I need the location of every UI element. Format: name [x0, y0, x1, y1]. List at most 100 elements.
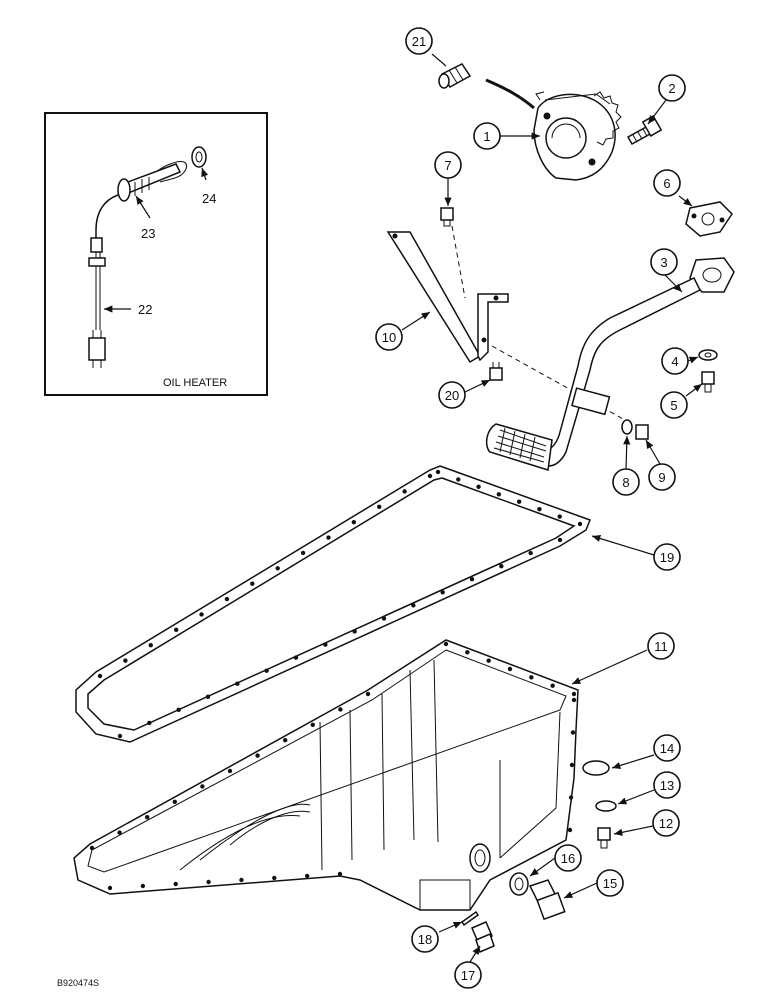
- gasket-bolt-hole: [148, 643, 153, 648]
- svg-text:11: 11: [654, 639, 668, 654]
- gasket-bolt-hole: [275, 566, 280, 571]
- svg-text:20: 20: [445, 388, 459, 403]
- gasket-bolt-hole: [97, 673, 103, 679]
- gasket-bolt-hole: [435, 469, 441, 475]
- gasket-bolt-hole: [456, 477, 461, 482]
- pan-flange-bolt-hole: [571, 691, 577, 697]
- gasket-bolt-hole: [205, 694, 211, 699]
- gasket-bolt-hole: [440, 590, 445, 595]
- callout-11: 11: [647, 632, 675, 660]
- pan-flange-bolt-hole: [567, 827, 573, 833]
- callout-13: 13: [653, 771, 681, 799]
- svg-text:15: 15: [603, 876, 617, 891]
- pan-flange-bolt-hole: [304, 873, 310, 879]
- pan-flange-bolt-hole: [550, 683, 555, 688]
- gasket-bolt-hole: [323, 642, 328, 647]
- svg-text:16: 16: [561, 851, 575, 866]
- gasket-bolt-hole: [476, 484, 481, 490]
- gasket-bolt-hole: [117, 733, 123, 739]
- svg-text:14: 14: [660, 741, 674, 756]
- pan-flange-bolt-hole: [486, 658, 491, 663]
- pan-washer-small: [595, 800, 617, 812]
- callout-15: 15: [596, 869, 624, 897]
- pan-flange-bolt-hole: [507, 666, 513, 672]
- svg-text:5: 5: [670, 398, 677, 413]
- pan-flange-bolt-hole: [140, 883, 146, 889]
- gasket-bolt-hole: [224, 596, 230, 602]
- gasket-bolt-hole: [300, 550, 306, 556]
- svg-text:19: 19: [660, 550, 674, 565]
- relief-valve-plug: [438, 63, 472, 89]
- pan-flange-bolt-hole: [569, 762, 575, 768]
- svg-text:22: 22: [138, 302, 152, 317]
- pan-flange-bolt-hole: [310, 722, 315, 727]
- pan-flange-bolt-hole: [338, 707, 343, 712]
- callout-1: 1: [473, 122, 501, 150]
- svg-text:24: 24: [202, 191, 216, 206]
- gasket-bolt-hole: [402, 489, 407, 494]
- pan-fitting: [471, 921, 495, 954]
- bracket-washer: [621, 419, 633, 435]
- svg-text:3: 3: [660, 255, 667, 270]
- callout-3: 3: [650, 248, 678, 276]
- drain-plug: [528, 879, 566, 921]
- pan-flange-bolt-hole: [173, 881, 178, 887]
- svg-text:1: 1: [483, 129, 490, 144]
- pan-flange-bolt-hole: [145, 815, 150, 820]
- pan-flange-bolt-hole: [571, 697, 577, 703]
- pan-flange-bolt-hole: [365, 691, 371, 697]
- pan-flange-bolt-hole: [227, 768, 233, 774]
- pan-flange-bolt-hole: [107, 885, 113, 891]
- callout-17: 17: [454, 961, 482, 989]
- pan-flange-bolt-hole: [200, 784, 205, 789]
- svg-text:21: 21: [412, 34, 426, 49]
- pickup-tube-bracket: [386, 231, 509, 364]
- gasket-bolt-hole: [499, 563, 504, 569]
- svg-text:13: 13: [660, 778, 674, 793]
- pan-flange-bolt-hole: [255, 753, 260, 758]
- callout-10: 10: [375, 323, 403, 351]
- gasket-bolt-hole: [176, 707, 181, 713]
- bracket-bolt-upper: [440, 207, 454, 227]
- callout-16: 16: [554, 844, 582, 872]
- pan-flange-bolt-hole: [117, 830, 122, 835]
- heater-seal-ring: [191, 146, 207, 168]
- svg-text:9: 9: [658, 470, 665, 485]
- gasket-bolt-hole: [469, 577, 475, 582]
- pan-flange-bolt-hole: [465, 650, 470, 655]
- gasket-bolt-hole: [557, 537, 563, 543]
- pump-mounting-bolt: [626, 115, 663, 146]
- gasket-bolt-hole: [264, 668, 269, 673]
- gasket-bolt-hole: [381, 616, 387, 621]
- gasket-bolt-hole: [411, 603, 416, 608]
- svg-text:2: 2: [668, 81, 675, 96]
- figure-code: B920474S: [57, 978, 99, 988]
- inset-caption: OIL HEATER: [163, 377, 227, 389]
- gasket-bolt-hole: [235, 681, 240, 686]
- drain-plug-seal: [509, 872, 529, 896]
- gasket-bolt-hole: [377, 504, 382, 509]
- pan-flange-bolt-hole: [272, 875, 277, 881]
- oil-pan-gasket: [75, 465, 591, 743]
- pickup-washer: [698, 349, 718, 361]
- pan-flange-bolt-hole: [89, 845, 95, 851]
- svg-text:17: 17: [461, 968, 475, 983]
- gasket-bolt-hole: [123, 658, 128, 663]
- pan-flange-bolt-hole: [443, 641, 449, 647]
- svg-text:8: 8: [622, 475, 629, 490]
- svg-text:12: 12: [659, 816, 673, 831]
- gasket-bolt-hole: [351, 519, 357, 525]
- gasket-bolt-hole: [537, 506, 542, 512]
- callout-21: 21: [405, 27, 433, 55]
- pan-flange-bolt-hole: [529, 675, 534, 680]
- gasket-bolt-hole: [147, 720, 152, 726]
- callout-6: 6: [653, 169, 681, 197]
- oil-heater-inset: OIL HEATER: [44, 112, 268, 396]
- pan-washer-large: [582, 760, 610, 776]
- callout-12: 12: [652, 809, 680, 837]
- pan-bolt: [597, 827, 611, 849]
- pan-flange-bolt-hole: [283, 738, 288, 743]
- callout-24: 24: [202, 191, 216, 206]
- callout-19: 19: [653, 543, 681, 571]
